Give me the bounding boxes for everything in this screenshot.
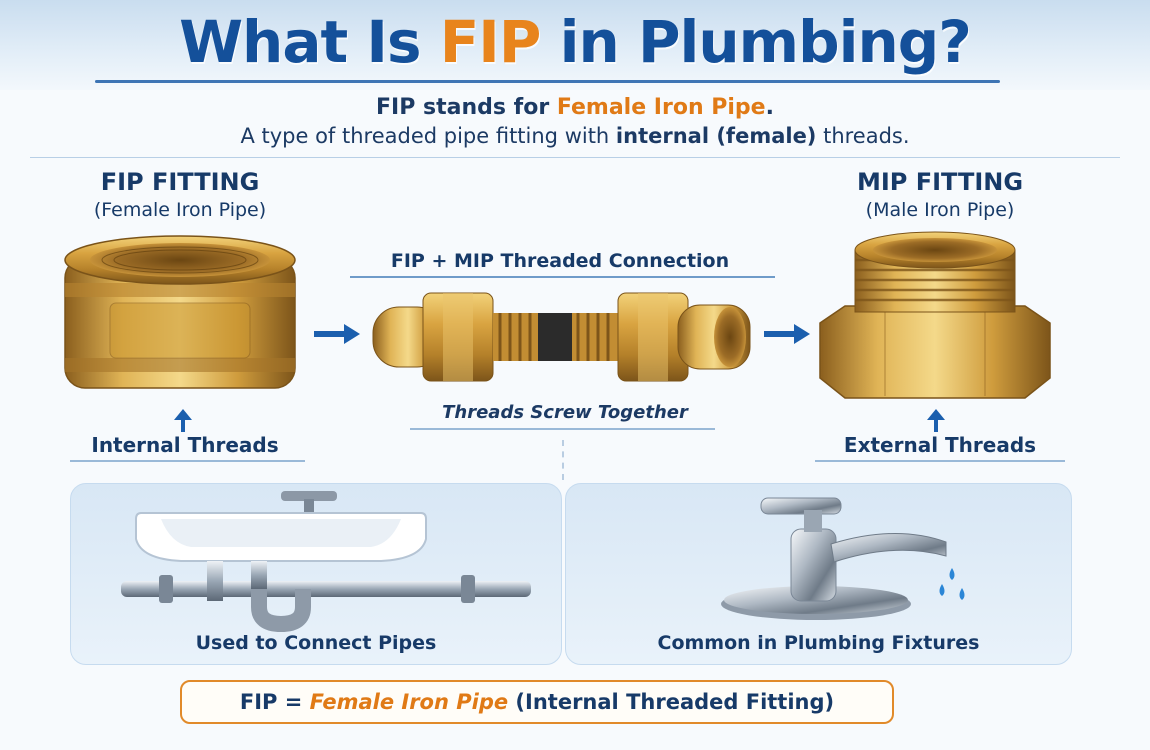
intro-line-1: FIP stands for Female Iron Pipe. [0,95,1150,120]
section-divider [30,157,1120,158]
panel-left-caption: Used to Connect Pipes [195,632,437,654]
title-prefix: What Is [179,8,440,76]
intro-line1-accent: Female Iron Pipe [556,95,766,120]
intro-line-2: A type of threaded pipe fitting with int… [0,124,1150,148]
mip-subtitle: (Male Iron Pipe) [865,199,1015,221]
center-divider [562,440,564,480]
fip-caption: Internal Threads [91,433,279,457]
page-title: What Is FIP in Plumbing? [0,8,1150,76]
intro-line1-suffix: . [765,95,774,120]
footer-accent: Female Iron Pipe [309,690,509,714]
intro-line1-prefix: FIP stands for [376,95,557,120]
connection-caption-underline [410,428,715,430]
intro-line2-bold: internal (female) [615,124,817,148]
intro-line2-prefix: A type of threaded pipe fitting with [240,124,616,148]
fip-title: FIP FITTING [100,168,260,196]
connection-title-underline [350,276,775,278]
mip-fitting-illustration [819,231,1051,399]
intro-line2-suffix: threads. [816,124,910,148]
threaded-connection-illustration [372,292,751,382]
footer-summary-box: FIP = Female Iron Pipe (Internal Threade… [180,680,894,724]
arrow-right-icon [764,324,810,344]
title-suffix: in Plumbing? [540,8,972,76]
mip-caption: External Threads [843,433,1037,457]
panel-right-caption: Common in Plumbing Fixtures [657,632,980,654]
arrow-up-icon [927,409,945,432]
faucet-icon [721,497,965,620]
connection-caption: Threads Screw Together [442,402,688,423]
connection-title: FIP + MIP Threaded Connection [390,250,730,272]
footer-suffix: (Internal Threaded Fitting) [508,690,835,714]
panel-plumbing-fixtures: Common in Plumbing Fixtures [565,483,1072,665]
mip-title: MIP FITTING [856,168,1024,196]
title-underline [95,80,1000,83]
footer-prefix: FIP = [239,690,310,714]
panel-connect-pipes: Used to Connect Pipes [70,483,562,665]
arrow-right-icon [314,324,360,344]
mip-caption-underline [815,460,1065,462]
fip-subtitle: (Female Iron Pipe) [93,199,267,221]
header-band [0,0,1150,90]
sink-icon [121,491,531,633]
fip-fitting-illustration [64,235,296,389]
fip-caption-underline [70,460,305,462]
title-accent: FIP [439,8,542,76]
arrow-up-icon [174,409,192,432]
